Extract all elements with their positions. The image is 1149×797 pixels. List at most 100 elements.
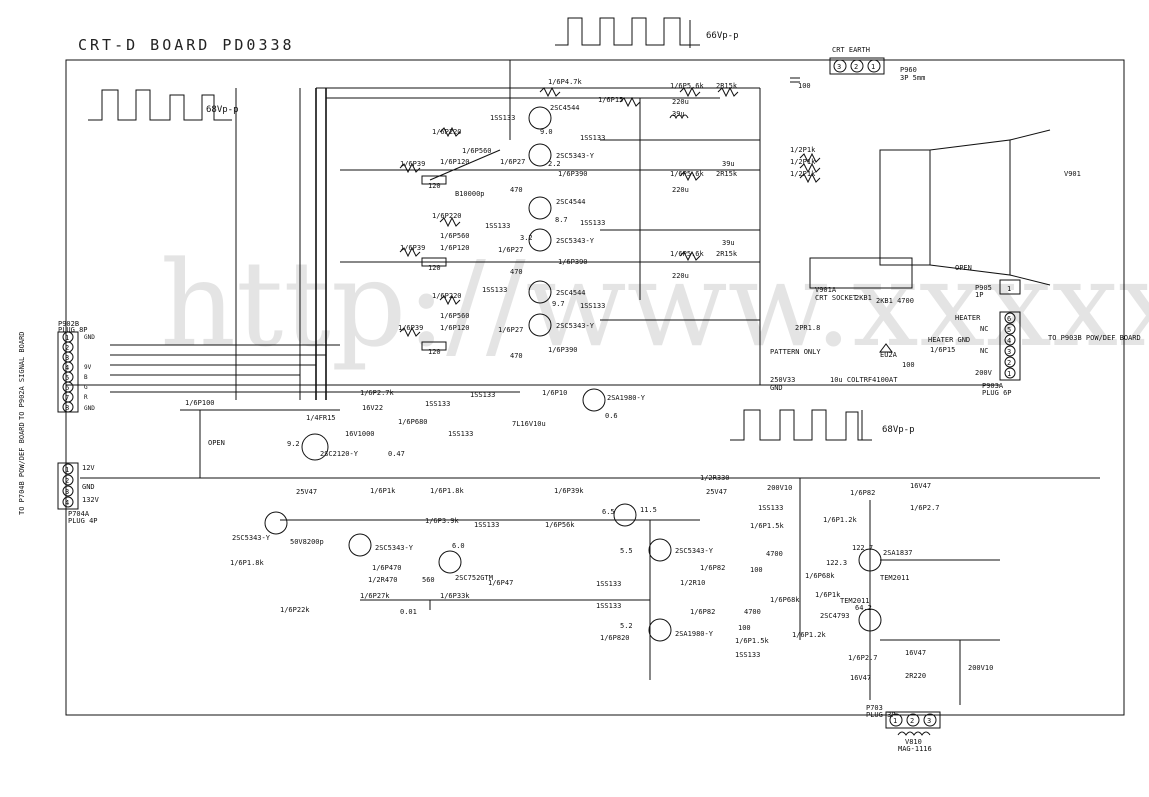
transistor-q711: 2SA1837 122.7 122.3 — [826, 544, 913, 572]
r902-label: 1/2P1k — [790, 158, 816, 166]
r928-label: 1/6P560 — [440, 312, 470, 320]
resistor-r934: 1/6P680 — [398, 418, 428, 426]
resistor-r944: 1/6P5.6k — [670, 250, 705, 262]
transistor-q706: 2SC5343-Y — [348, 533, 414, 557]
resistor-r745: 1/6P1.2k — [792, 631, 827, 639]
q902-label: 2SC5343-Y — [556, 152, 595, 160]
resistor-r950: 2R15k — [716, 82, 739, 98]
c939-label: 0.6 — [605, 412, 618, 420]
inductor-l905: 39u — [669, 110, 689, 120]
r724-label: 1/6P47 — [488, 579, 513, 587]
p905-ref: P905 — [975, 284, 992, 292]
svg-text:HEATER: HEATER — [955, 314, 981, 322]
svg-text:1: 1 — [65, 466, 69, 474]
r733-label: 1/6P68k — [805, 572, 835, 580]
svg-text:3: 3 — [65, 354, 69, 362]
svg-text:3: 3 — [837, 63, 841, 71]
p703-type: PLUG 3P — [866, 711, 896, 719]
crt-socket-ref: V901A — [815, 286, 837, 294]
q905-label: 2SC4544 — [556, 289, 586, 297]
svg-text:G: G — [84, 384, 88, 391]
resistor-r930: 1/6P27 — [498, 326, 523, 334]
capacitor-c716: 100 — [738, 624, 751, 632]
svg-text:HEATER GND: HEATER GND — [928, 336, 970, 344]
svg-text:3: 3 — [927, 717, 931, 725]
r738-label: 1/6P1k — [815, 591, 841, 599]
crt-earth-ref: P960 — [900, 66, 917, 74]
pattern-only-label: PATTERN ONLY — [770, 348, 821, 356]
q712-voltage: 64.2 — [855, 604, 872, 612]
resistor-r916: 1/6P39 — [399, 160, 425, 174]
r743-label: 2R220 — [905, 672, 926, 680]
connector-crt-earth: CRT EARTH 3 2 1 P960 3P 5mm — [829, 46, 925, 82]
p704b-destination: TO P704B POW/DEF BOARD — [18, 422, 26, 515]
resistor-r716: 1/6P27k — [360, 592, 390, 600]
resistor-r924: 1/6P27 — [498, 246, 523, 254]
capacitor-c907: 470 — [510, 352, 523, 360]
board-outline — [65, 59, 1125, 716]
d909-label: 1SS133 — [482, 286, 507, 294]
diode-d911: EU2A — [879, 343, 898, 359]
resistor-r928: 1/6P560 — [440, 312, 470, 320]
q713-label: 2SC5343-Y — [232, 534, 271, 542]
resistor-r903: 1/2P1k — [790, 170, 821, 184]
r720-label: 1/6P3.9k — [425, 517, 460, 525]
r934-label: 1/6P680 — [398, 418, 428, 426]
svg-text:9V: 9V — [84, 364, 92, 371]
resistor-r715: 1/6P22k — [280, 606, 310, 614]
watermark: http://www.xxxxxxxxxx.com — [160, 235, 1149, 373]
capacitor-c707: 25V47 — [296, 488, 317, 496]
r742-label: 1/6P2.7 — [848, 654, 878, 662]
resistor-r912: 1/6P220 — [432, 126, 462, 138]
connector-p905: 1 P905 1P — [975, 279, 1021, 299]
r702-label: 1/6P820 — [600, 634, 630, 642]
inductor-l704: TEM2011 — [880, 574, 910, 582]
r734-label: 1/6P82 — [690, 608, 715, 616]
r716-label: 1/6P27k — [360, 592, 390, 600]
d907-label: 1SS133 — [490, 114, 515, 122]
connector-powdef-right: 6 5 4 3 2 1 HEATER NC HEATER GND NC 200V… — [928, 311, 1141, 397]
r737-label: 1/6P1.5k — [750, 522, 785, 530]
svg-text:2: 2 — [65, 477, 69, 485]
capacitor-c930: 100 — [790, 77, 811, 90]
q710-label: 2SA1980-Y — [675, 630, 714, 638]
r709-label: 1/6P56k — [545, 521, 575, 529]
l903-label: 220u — [672, 186, 689, 194]
diode-d705: 1SS133 — [735, 651, 760, 659]
waveform-top-left: 68Vp-p — [88, 89, 239, 121]
crt-socket-label: CRT SOCKET — [815, 294, 858, 302]
diode-d910: 1SS133 — [425, 400, 450, 408]
resistor-r713: 1/6P39k — [554, 487, 584, 495]
d906-label: 1SS133 — [580, 302, 605, 310]
svg-text:132V: 132V — [82, 496, 100, 504]
capacitor-c904: 470 — [510, 186, 523, 194]
q709-label: 2SC5343-Y — [675, 547, 714, 555]
resistor-r937: 1/6P390 — [548, 346, 578, 354]
transistor-q904: 2SC5343-Y 3.2 — [520, 228, 595, 252]
capacitor-c914: B10000p — [455, 190, 485, 198]
resistor-r733: 1/6P68k — [805, 572, 835, 580]
svg-text:200V: 200V — [975, 369, 993, 377]
resistor-r723: 1/6P470 — [372, 564, 402, 572]
crt-earth-label: CRT EARTH — [832, 46, 870, 54]
r745-label: 1/6P1.2k — [792, 631, 827, 639]
svg-text:2: 2 — [1007, 359, 1011, 367]
q710-voltage: 5.2 — [620, 622, 633, 630]
capacitor-c705: 0.01 — [400, 608, 417, 616]
c912-label: 16V1000 — [345, 430, 375, 438]
resistor-r738: 1/6P1k — [815, 591, 841, 599]
c913-label: 16V22 — [362, 404, 383, 412]
l705-label: TEM2011 — [840, 597, 870, 605]
r750-label: 1/6P100 — [185, 399, 215, 407]
crt-socket: V901A CRT SOCKET 2KB1 — [809, 257, 913, 302]
c720-label: 200V10 — [968, 664, 993, 672]
transistor-q905: 2SC4544 9.7 — [528, 280, 586, 308]
r730-label: 1/2R10 — [680, 579, 705, 587]
c705-label: 0.01 — [400, 608, 417, 616]
resistor-r913: 1/6P390 — [558, 170, 588, 178]
resistor-r921: 1/6P560 — [440, 232, 470, 240]
diode-d715: 1SS133 — [596, 580, 621, 588]
c715-label: 4700 — [766, 550, 783, 558]
resistor-r736: 1/6P82 — [850, 489, 875, 497]
l905-label: 39u — [672, 110, 685, 118]
